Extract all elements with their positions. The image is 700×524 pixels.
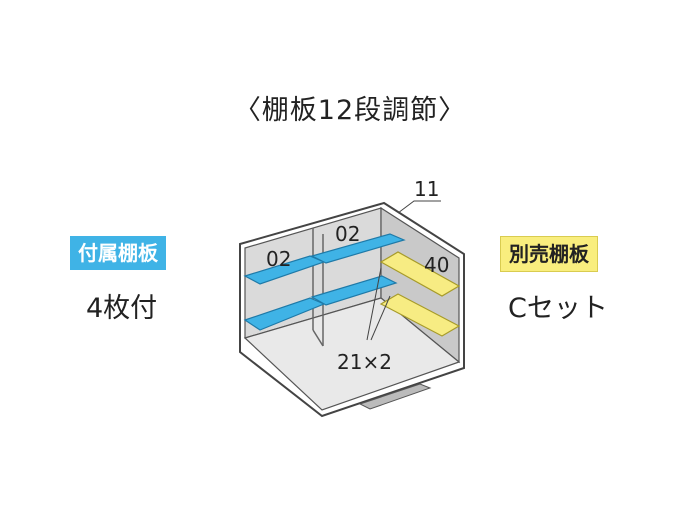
label-top-right: 11 — [414, 177, 439, 201]
yellow-shelf-lower — [379, 293, 461, 337]
yellow-shelf-upper — [379, 251, 461, 297]
included-shelf-count: 4枚付 — [86, 293, 158, 324]
label-left-center: 02 — [335, 222, 360, 246]
optional-shelf-badge: 別売棚板 — [500, 236, 598, 272]
label-bottom: 21×2 — [337, 350, 392, 374]
label-right-shelf: 40 — [424, 253, 449, 277]
floor — [243, 297, 461, 411]
optional-shelf-set: Cセット — [508, 293, 608, 324]
blue-shelf-lower-right — [310, 275, 398, 306]
blue-shelf-upper-right — [310, 233, 406, 264]
included-shelf-badge: 付属棚板 — [70, 236, 166, 270]
page-title: 〈棚板12段調節〉 — [233, 95, 467, 126]
door-sill — [358, 383, 432, 410]
label-left-upper: 02 — [266, 247, 291, 271]
